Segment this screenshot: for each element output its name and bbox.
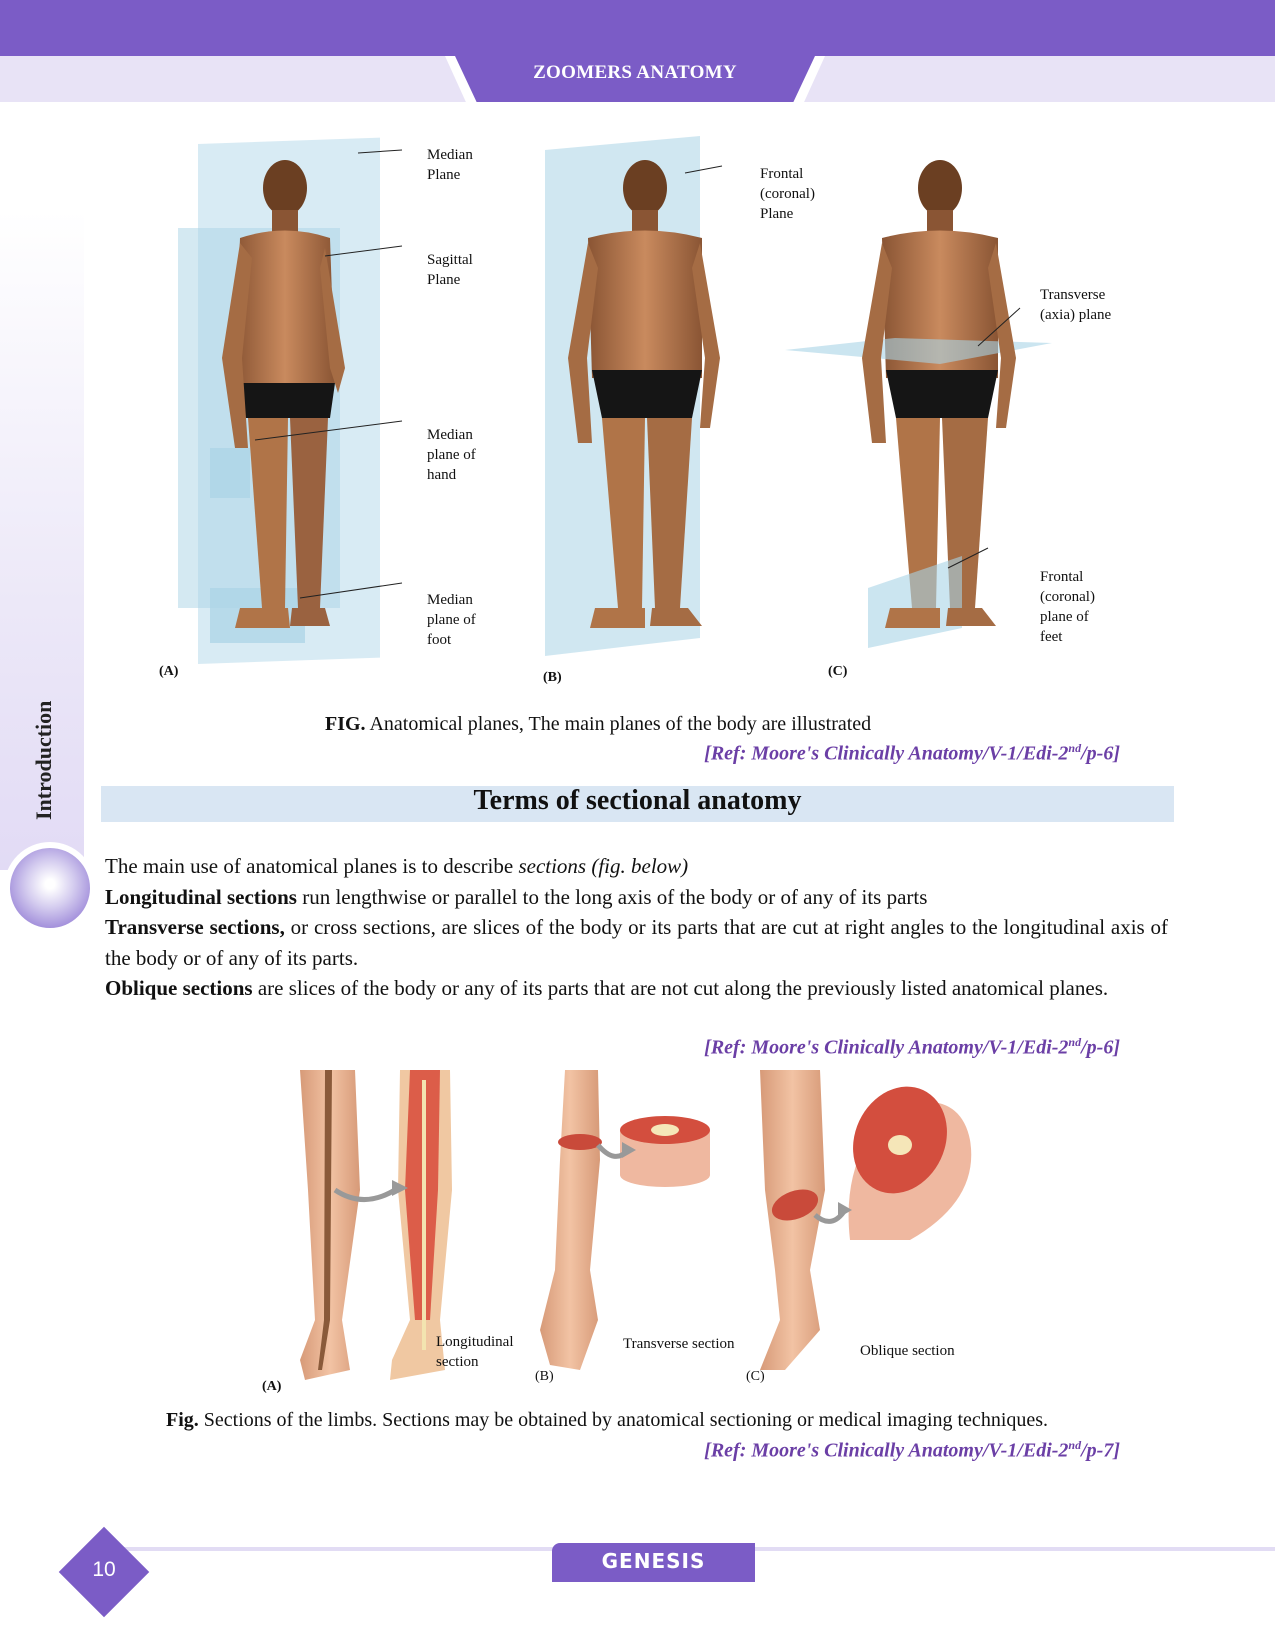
panel-tag-b: (B)	[543, 670, 562, 685]
side-orb-icon	[10, 848, 90, 928]
section-body: The main use of anatomical planes is to …	[105, 851, 1168, 1004]
label-frontal-plane-feet: Frontal (coronal) plane of feet	[1040, 569, 1095, 645]
section-heading: Terms of sectional anatomy	[473, 785, 802, 816]
label-frontal-plane: Frontal (coronal) Plane	[760, 166, 815, 222]
label-longitudinal-section: Longitudinal section	[436, 1334, 514, 1370]
figure1-caption: FIG. Anatomical planes, The main planes …	[325, 713, 872, 735]
label-median-plane-hand: Median plane of hand	[427, 427, 476, 483]
label-oblique-section: Oblique section	[860, 1343, 955, 1359]
intro-paragraph: The main use of anatomical planes is to …	[105, 854, 689, 878]
longitudinal-section-illustration	[300, 1070, 452, 1380]
book-title: ZOOMERS ANATOMY	[533, 62, 737, 83]
longitudinal-paragraph: Longitudinal sections run lengthwise or …	[105, 884, 928, 909]
label-transverse-section: Transverse section	[623, 1336, 735, 1352]
fig2-panel-tag-c: (C)	[746, 1369, 765, 1384]
footer-brand: GENESIS	[601, 1549, 706, 1573]
anatomical-planes-figure	[178, 136, 1052, 664]
label-sagittal-plane: Sagittal Plane	[427, 252, 473, 288]
footer-brand-tab	[552, 1543, 755, 1582]
header-tab	[455, 56, 815, 102]
label-median-plane-foot: Median plane of foot	[427, 592, 476, 648]
chapter-side-label: Introduction	[31, 700, 56, 820]
section-heading-bar	[101, 786, 1174, 822]
fig2-panel-tag-a: (A)	[262, 1379, 282, 1394]
figure2-caption: Fig. Sections of the limbs. Sections may…	[166, 1409, 1049, 1431]
figure-c-body	[785, 160, 1052, 648]
panel-tag-a: (A)	[159, 664, 179, 679]
transverse-paragraph: Transverse sections, or cross sections, …	[105, 915, 1169, 970]
fig2-panel-tag-b: (B)	[535, 1369, 554, 1384]
figure-b-body	[545, 136, 723, 656]
limb-sections-figure	[300, 1070, 972, 1380]
figure1-reference: [Ref: Moore's Clinically Anatomy/V-1/Edi…	[704, 741, 1120, 765]
side-tab-strip	[0, 210, 84, 870]
header-bar	[0, 0, 1275, 56]
figure-a-body	[178, 137, 403, 664]
oblique-section-illustration	[760, 1070, 972, 1370]
label-transverse-plane: Transverse (axia) plane	[1040, 287, 1112, 323]
label-median-plane: Median Plane	[427, 147, 473, 183]
section-reference: [Ref: Moore's Clinically Anatomy/V-1/Edi…	[704, 1035, 1120, 1059]
page-number: 10	[92, 1558, 116, 1581]
transverse-section-illustration	[540, 1070, 710, 1370]
panel-tag-c: (C)	[828, 664, 848, 679]
figure2-reference: [Ref: Moore's Clinically Anatomy/V-1/Edi…	[704, 1438, 1120, 1462]
oblique-paragraph: Oblique sections are slices of the body …	[105, 976, 1109, 1000]
